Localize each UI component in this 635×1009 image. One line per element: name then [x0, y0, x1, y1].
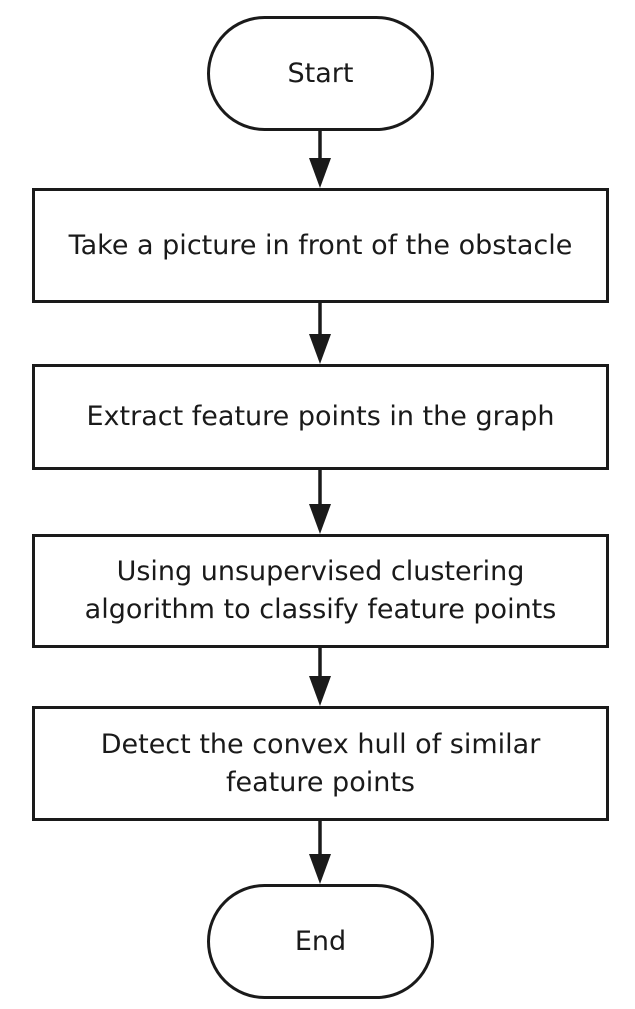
end-label: End — [294, 925, 347, 957]
step1-label: Take a picture in front of the obstacle — [68, 229, 573, 261]
process-step-convex-hull: Detect the convex hull of similar featur… — [32, 706, 609, 821]
end-node: End — [207, 884, 434, 999]
start-node: Start — [207, 16, 434, 131]
arrowhead-step4-to-end — [309, 854, 331, 884]
step2-label: Extract feature points in the graph — [86, 401, 555, 432]
process-step-clustering: Using unsupervised clustering algorithm … — [32, 534, 609, 648]
arrowhead-step2-to-step3 — [309, 504, 331, 534]
step3-label: Using unsupervised clustering algorithm … — [84, 556, 557, 625]
start-label: Start — [287, 57, 354, 89]
process-step-take-picture: Take a picture in front of the obstacle — [32, 188, 609, 303]
arrowhead-start-to-step1 — [309, 158, 331, 188]
process-step-extract-features: Extract feature points in the graph — [32, 364, 609, 470]
arrowhead-step1-to-step2 — [309, 334, 331, 364]
arrowhead-step3-to-step4 — [309, 676, 331, 706]
step4-label: Detect the convex hull of similar featur… — [100, 728, 541, 798]
